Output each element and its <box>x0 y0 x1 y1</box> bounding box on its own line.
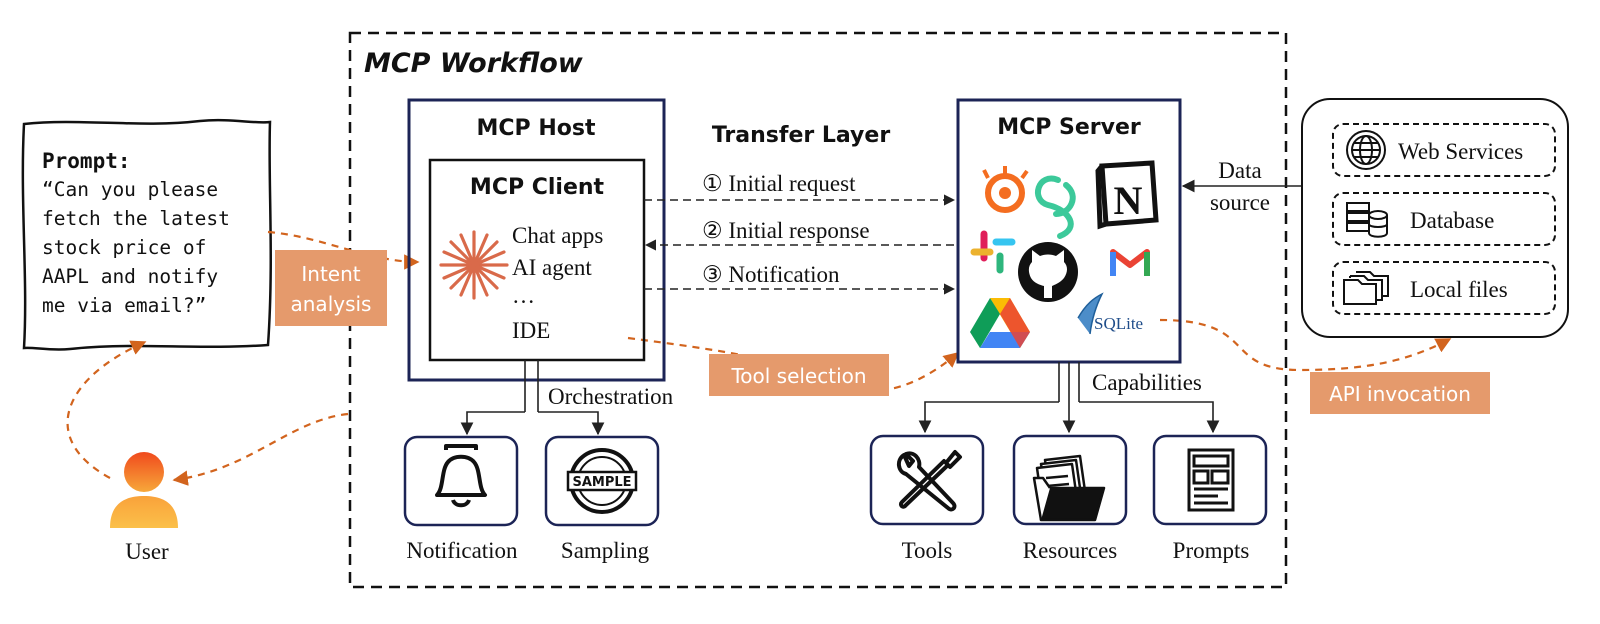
folder-icon <box>1343 271 1389 305</box>
user-label: User <box>125 539 169 564</box>
msg-initial-response: ② Initial response <box>702 218 870 243</box>
mcp-client-box <box>428 158 646 362</box>
mcp-server-title: MCP Server <box>997 115 1141 140</box>
msg-notification: ③ Notification <box>702 262 840 287</box>
svg-text:N: N <box>1114 178 1143 223</box>
client-app-agent: AI agent <box>512 255 592 280</box>
grafana-icon <box>982 166 1029 213</box>
prompt-box: Prompt: “Can you please fetch the latest… <box>21 118 272 351</box>
prompts-label: Prompts <box>1173 538 1250 563</box>
sampling-label: Sampling <box>561 538 650 563</box>
prompt-line-1: “Can you please <box>42 178 218 201</box>
orchestration-label: Orchestration <box>548 384 674 409</box>
github-icon <box>1018 242 1078 302</box>
tool-selection-tag: Tool selection <box>709 354 889 396</box>
notification-label: Notification <box>406 538 518 563</box>
source-local-files: Local files <box>1332 261 1556 315</box>
prompts-card: Prompts <box>1152 434 1268 563</box>
files-folder-icon <box>1032 454 1106 522</box>
api-invocation-tag: API invocation <box>1310 372 1490 414</box>
tools-label: Tools <box>902 538 953 563</box>
prompt-line-5: me via email?” <box>42 294 206 317</box>
client-app-ide: IDE <box>512 318 550 343</box>
svg-text:Tool selection: Tool selection <box>730 364 866 388</box>
transfer-layer-title: Transfer Layer <box>712 123 890 148</box>
user-to-prompt-arrow <box>66 340 147 479</box>
slack-icon <box>970 230 1016 274</box>
prompt-heading: Prompt: <box>42 149 131 173</box>
prompt-template-icon <box>1187 448 1235 512</box>
server-to-sources-arrow <box>1159 318 1452 372</box>
tools-card: Tools <box>869 434 985 563</box>
capabilities-connectors <box>918 362 1220 434</box>
globe-icon <box>1346 130 1386 170</box>
mcp-host-box <box>407 98 666 382</box>
capabilities-label: Capabilities <box>1092 370 1202 395</box>
svg-text:Web Services: Web Services <box>1398 139 1523 164</box>
svg-text:Database: Database <box>1410 208 1494 233</box>
resources-label: Resources <box>1023 538 1118 563</box>
gmail-icon <box>1110 249 1150 276</box>
prompt-to-client-arrow <box>267 230 420 270</box>
data-source-line2: source <box>1210 190 1270 215</box>
client-app-chat: Chat apps <box>512 223 603 248</box>
sqlite-icon: SQLite <box>1077 292 1143 335</box>
sample-stamp-icon: SAMPLE <box>566 448 638 514</box>
tools-icon <box>897 450 962 512</box>
sampling-card: SAMPLE Sampling <box>544 435 660 563</box>
frame-to-user-arrow <box>172 412 349 486</box>
svg-text:SAMPLE: SAMPLE <box>572 475 631 490</box>
mcp-client-title: MCP Client <box>470 175 605 200</box>
data-source-line1: Data <box>1218 158 1261 183</box>
resources-card: Resources <box>1012 434 1128 563</box>
client-app-ellipsis: … <box>512 283 535 308</box>
swirl-logo-icon <box>1035 175 1076 239</box>
database-icon <box>1346 202 1388 238</box>
svg-text:Intent: Intent <box>301 262 360 286</box>
claude-starburst-icon <box>439 230 509 300</box>
mcp-host-title: MCP Host <box>477 116 596 141</box>
sources-panel <box>1301 98 1569 338</box>
svg-text:Local files: Local files <box>1410 277 1508 302</box>
source-database: Database <box>1332 192 1556 246</box>
intent-analysis-tag: Intent analysis <box>275 250 387 326</box>
prompt-line-3: stock price of <box>42 236 206 259</box>
source-web-services: Web Services <box>1332 123 1556 177</box>
msg-initial-request: ① Initial request <box>702 171 856 196</box>
prompt-line-4: AAPL and notify <box>42 265 218 288</box>
user-avatar-icon <box>110 452 178 528</box>
svg-text:SQLite: SQLite <box>1094 314 1143 333</box>
google-drive-icon <box>970 298 1030 348</box>
workflow-title: MCP Workflow <box>364 48 584 79</box>
svg-text:API invocation: API invocation <box>1329 382 1471 406</box>
notification-card: Notification <box>403 435 519 563</box>
bell-icon <box>435 444 487 508</box>
notion-icon: N <box>1095 160 1159 230</box>
orchestration-connectors <box>460 360 605 436</box>
svg-text:analysis: analysis <box>291 292 372 316</box>
prompt-line-2: fetch the latest <box>42 207 230 230</box>
